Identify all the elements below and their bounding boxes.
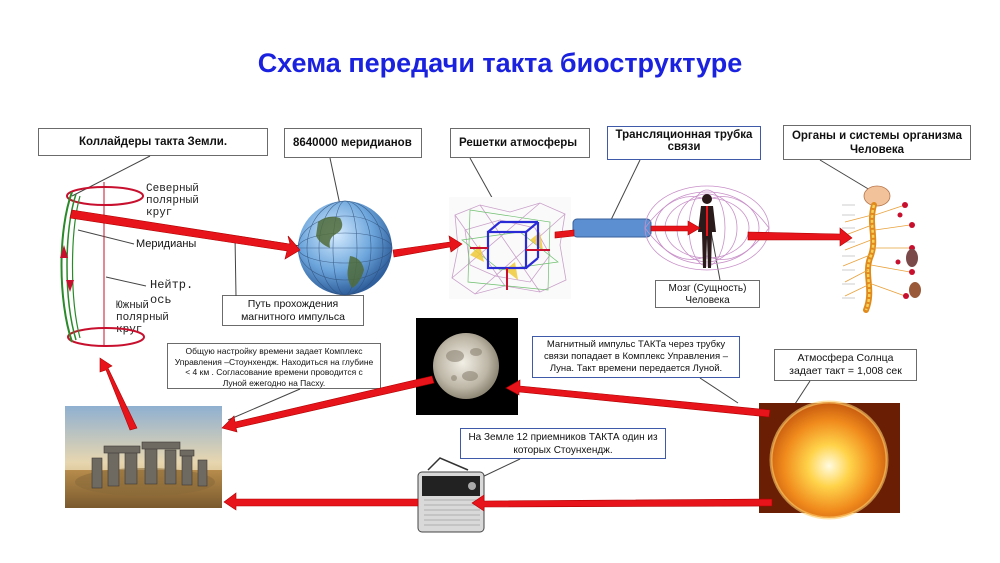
label-south-circle: Южный полярный круг — [116, 300, 169, 336]
page-title: Схема передачи такта биоструктуре — [257, 48, 743, 78]
sun-icon — [759, 400, 900, 520]
label-meridians: Меридианы — [136, 238, 197, 250]
label-neutral-axis: Нейтр. ось — [150, 278, 194, 307]
atmosphere-grid-icon — [449, 197, 571, 299]
callout-atmosphere-grids: Решетки атмосферы — [450, 128, 590, 158]
earth-schematic — [60, 182, 145, 347]
callout-meridians-count: 8640000 меридианов — [284, 128, 422, 158]
callout-receivers: На Земле 12 приемников ТАКТА один из кот… — [460, 428, 666, 459]
callout-moon-impulse: Магнитный импульс ТАКТа через трубку свя… — [532, 336, 740, 378]
callout-translation-tube: Трансляционная трубка связи — [607, 126, 761, 160]
moon-icon — [416, 318, 518, 415]
callout-magnetic-path: Путь прохождения магнитного импульса — [222, 295, 364, 326]
label-north-circle: Северный полярный круг — [146, 183, 199, 219]
stonehenge-icon — [65, 406, 222, 508]
callout-stonehenge: Общую настройку времени задает Комплекс … — [167, 343, 381, 389]
radio-icon — [417, 457, 485, 533]
callout-brain: Мозг (Сущность) Человека — [655, 280, 760, 308]
nervous-system-icon — [842, 185, 921, 313]
transfer-arrows — [69, 209, 853, 512]
callout-organs: Органы и системы организма Человека — [783, 125, 971, 160]
translation-tube-icon — [572, 218, 652, 238]
globe-icon — [297, 200, 393, 296]
callout-sun: Атмосфера Солнца задает такт = 1,008 сек — [774, 349, 917, 381]
callout-colliders: Коллайдеры такта Земли. — [38, 128, 268, 156]
